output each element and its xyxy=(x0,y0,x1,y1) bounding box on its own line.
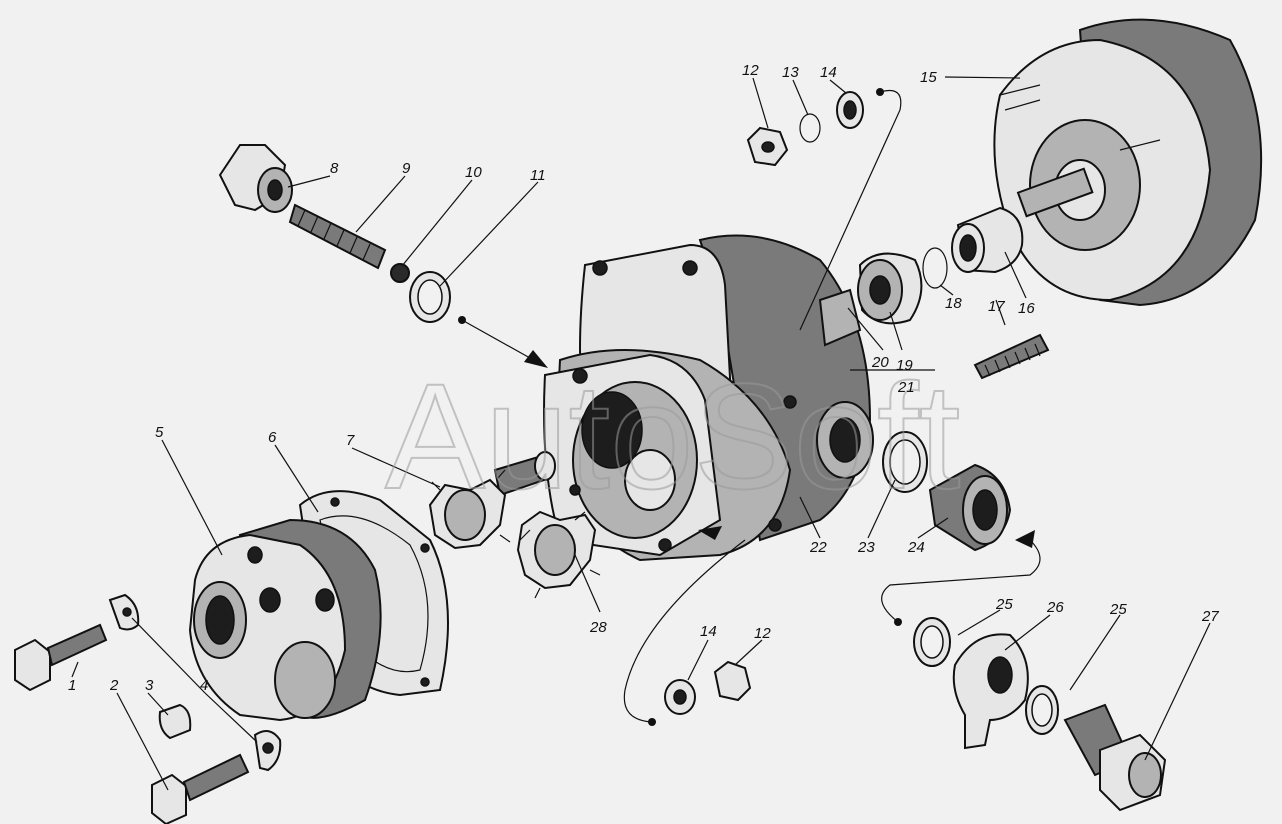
part-10-ball xyxy=(390,263,410,283)
part-17-spring xyxy=(973,333,1050,380)
callout-26: 26 xyxy=(1046,599,1064,616)
part-4-lock-washer-lower xyxy=(253,730,282,772)
callout-4: 4 xyxy=(200,677,208,694)
callout-12-top: 12 xyxy=(742,62,759,79)
callout-22: 22 xyxy=(809,539,827,556)
callout-28: 28 xyxy=(589,619,607,636)
callout-11: 11 xyxy=(530,167,546,184)
part-26-banjo-fitting xyxy=(952,633,1029,750)
callout-19: 19 xyxy=(896,357,913,374)
callout-27: 27 xyxy=(1201,608,1219,625)
part-8-plug xyxy=(218,144,293,213)
callout-9: 9 xyxy=(402,160,411,177)
callout-2: 2 xyxy=(109,677,119,694)
part-3-bushing xyxy=(158,703,192,740)
callout-1: 1 xyxy=(68,677,76,694)
callout-18: 18 xyxy=(945,295,962,312)
callout-13: 13 xyxy=(782,64,799,81)
part-2-bolt xyxy=(151,753,250,824)
part-14-washer-bottom xyxy=(664,679,696,715)
callout-14-bottom: 14 xyxy=(700,623,717,640)
part-12-nut-bottom xyxy=(713,660,752,702)
part-11-seal-ring xyxy=(409,271,451,323)
part-1-bolt xyxy=(14,623,108,692)
part-27-banjo-bolt xyxy=(1063,703,1167,812)
part-12-nut-top xyxy=(746,126,789,167)
callout-10: 10 xyxy=(465,164,482,181)
part-14-washer-top xyxy=(836,91,864,129)
leader-lines xyxy=(71,76,1211,791)
callout-15: 15 xyxy=(920,69,937,86)
callout-labels: 1 2 3 4 5 6 7 8 9 10 11 12 13 14 15 16 1… xyxy=(68,62,1219,694)
callout-5: 5 xyxy=(155,424,164,441)
callout-21: 21 xyxy=(897,379,915,396)
callout-7: 7 xyxy=(346,432,355,449)
callout-12-bottom: 12 xyxy=(754,625,771,642)
part-15-rotor-drum xyxy=(993,18,1263,307)
callout-24: 24 xyxy=(907,539,925,556)
part-16-bushing xyxy=(951,206,1024,274)
part-28-gear xyxy=(516,510,601,599)
callout-3: 3 xyxy=(145,677,154,694)
assembly-arrows xyxy=(458,88,1041,726)
callout-25-left: 25 xyxy=(995,596,1013,613)
part-18-snap-ring xyxy=(922,247,948,289)
part-22-pump-housing xyxy=(543,234,874,562)
part-13-spring-washer xyxy=(799,113,821,143)
part-25-washer-left xyxy=(913,617,951,667)
callout-23: 23 xyxy=(857,539,875,556)
part-25-washer-right xyxy=(1025,685,1059,735)
part-24-union-fitting xyxy=(928,463,1012,552)
part-23-seal-ring xyxy=(882,431,928,493)
watermark-text: AutoSoft xyxy=(385,352,960,520)
part-5-pump-cover xyxy=(188,518,382,722)
callout-25-right: 25 xyxy=(1109,601,1127,618)
callout-8: 8 xyxy=(330,160,339,177)
callout-14-top: 14 xyxy=(820,64,837,81)
callout-6: 6 xyxy=(268,429,277,446)
part-7-drive-gear-shaft xyxy=(428,451,556,550)
part-9-spring xyxy=(288,203,387,270)
part-4-lock-washer-upper xyxy=(108,593,140,631)
part-19-bearing xyxy=(857,252,923,325)
callout-17: 17 xyxy=(988,298,1005,315)
callout-20: 20 xyxy=(871,354,889,371)
callout-16: 16 xyxy=(1018,300,1035,317)
